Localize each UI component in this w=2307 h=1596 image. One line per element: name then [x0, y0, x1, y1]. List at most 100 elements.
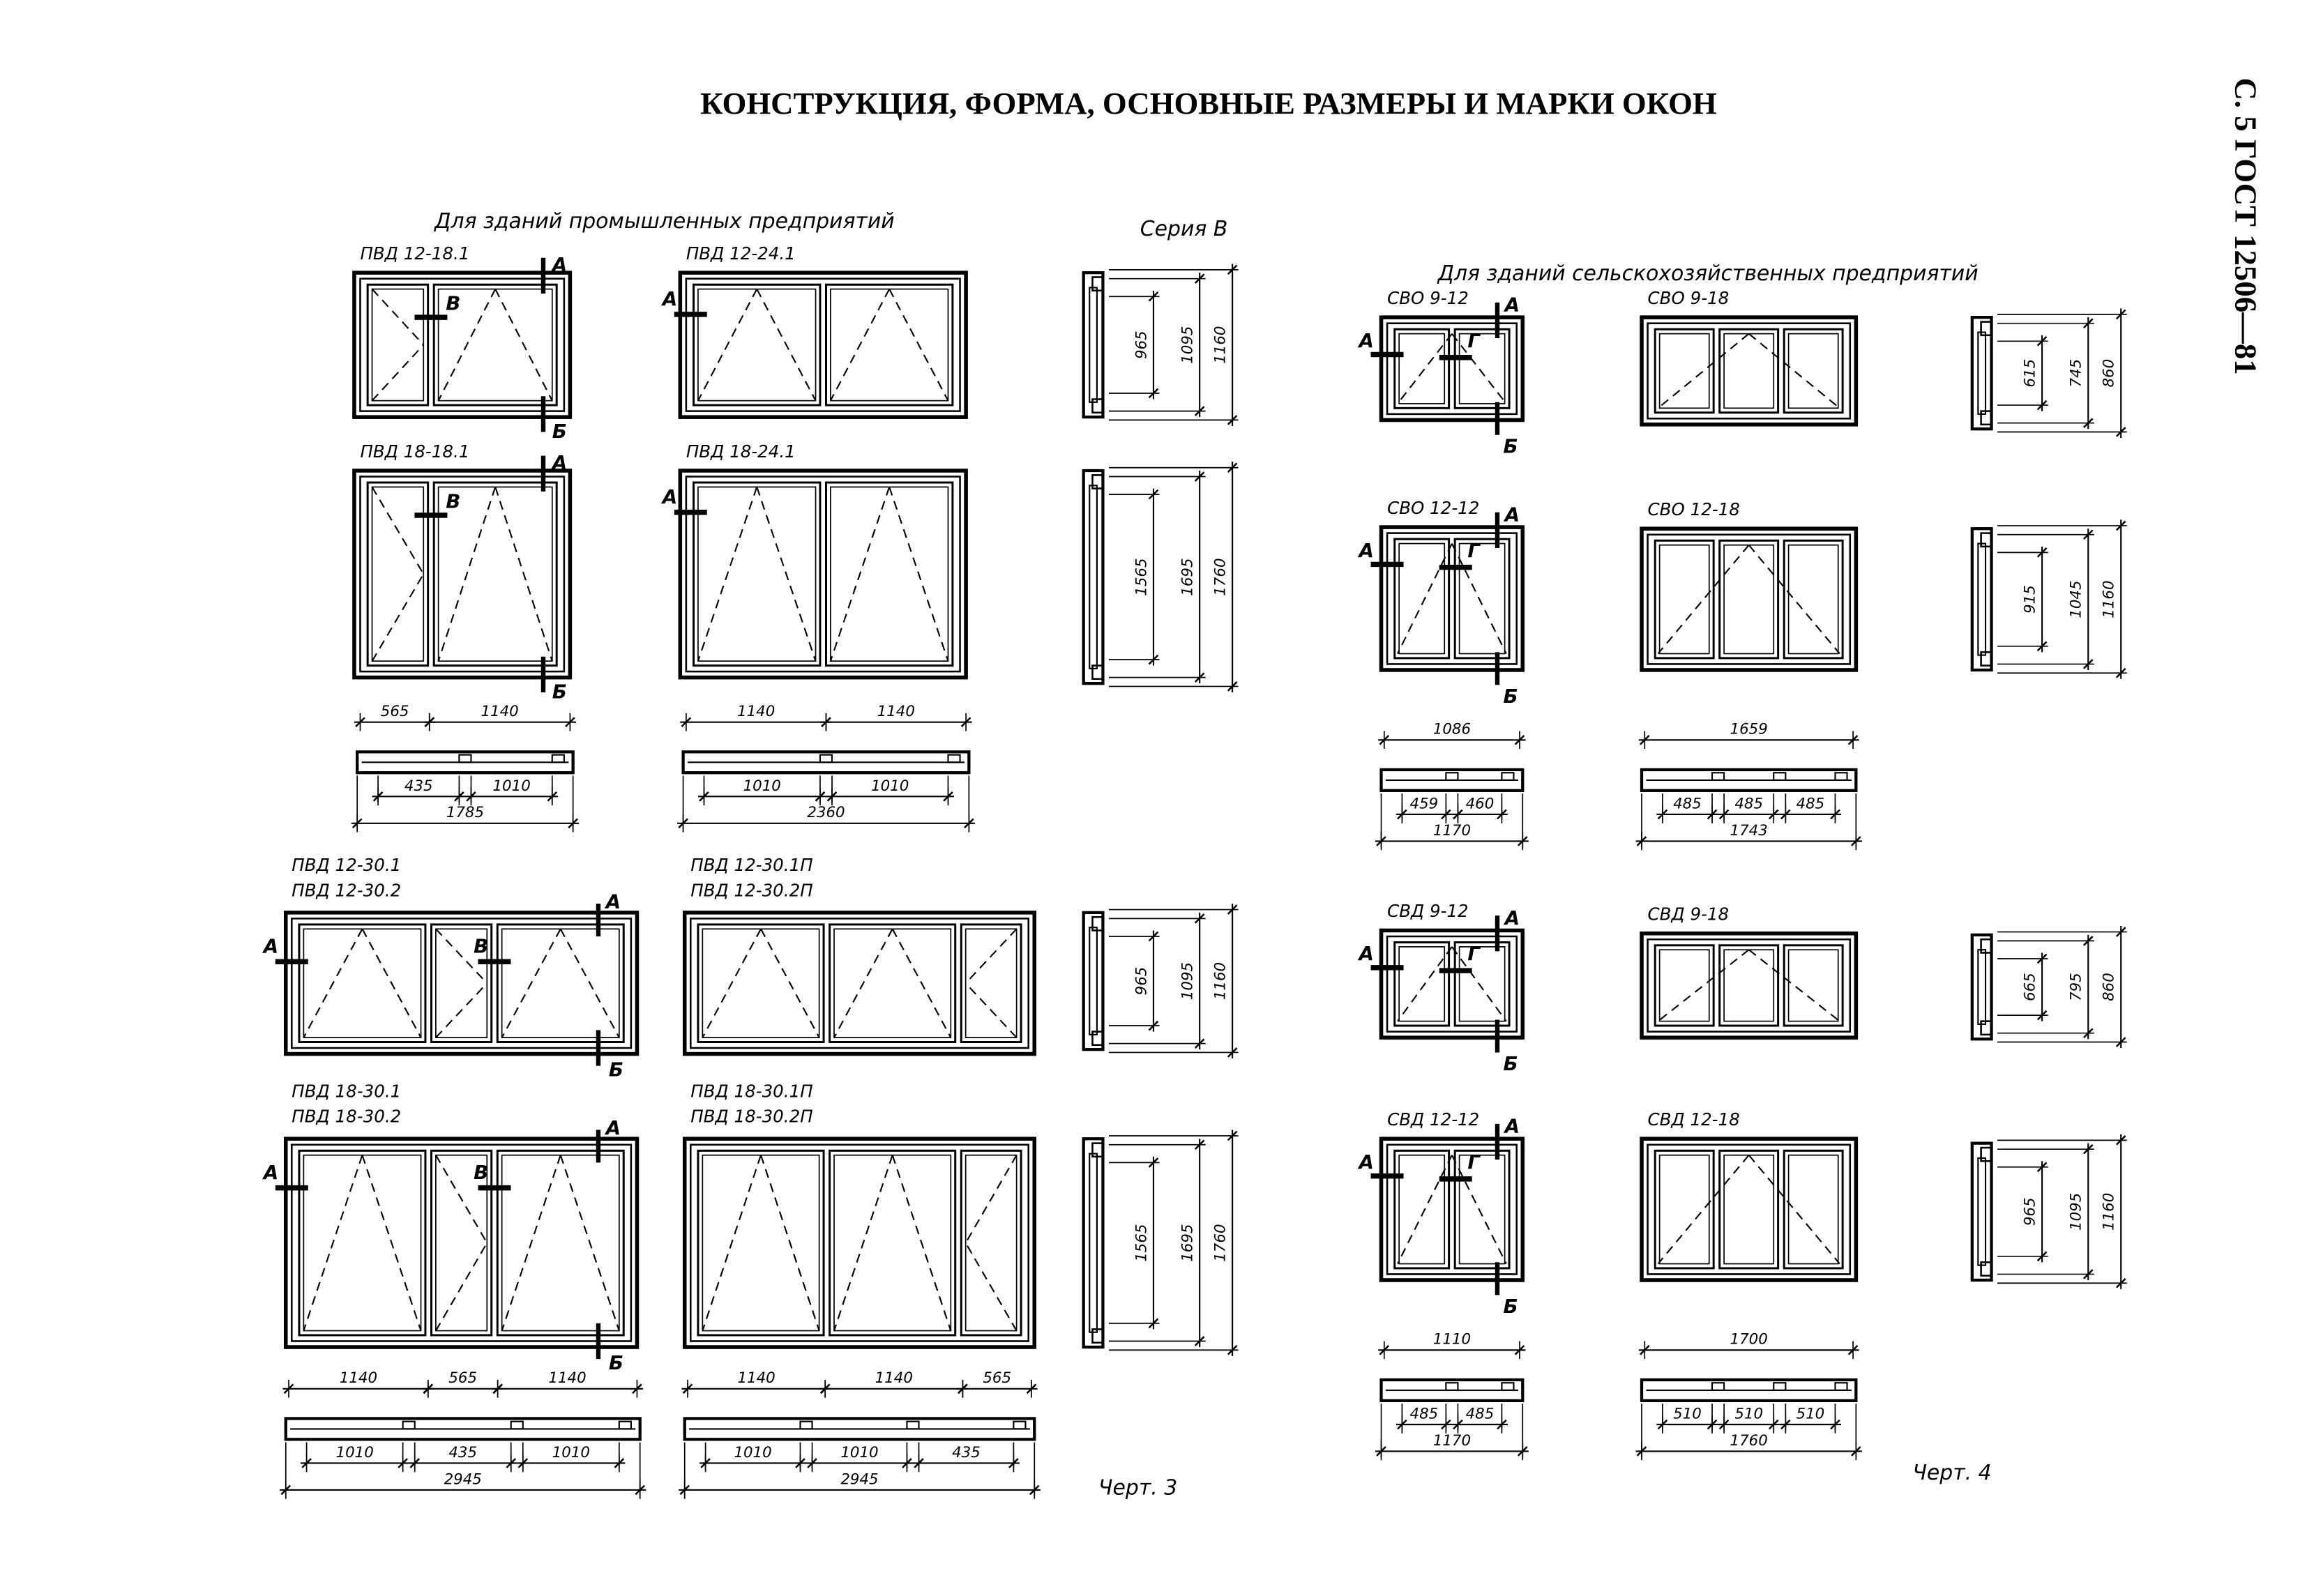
sash-frame [1393, 538, 1451, 660]
dimension-value: 1110 [1433, 1331, 1471, 1348]
glazing [1398, 333, 1446, 404]
window-mark-label: ПВД 18-30.2 [292, 1107, 401, 1127]
window-mark-label: ПВД 18-24.1 [686, 441, 796, 462]
opening-line [891, 1155, 952, 1331]
window-mark-label: ПВД 12-24.1 [686, 243, 796, 264]
dimension-tick [1517, 1446, 1528, 1457]
outer-frame [283, 911, 640, 1056]
opening-line [833, 928, 893, 1038]
section-letter: Б [552, 681, 567, 704]
sash-frame [697, 923, 825, 1044]
opening-line [437, 289, 497, 402]
opening-line [1397, 543, 1453, 654]
dimension-tick [960, 717, 971, 727]
opening-line [702, 1155, 762, 1331]
opening-line [435, 928, 488, 984]
dimension-tick [1194, 913, 1205, 924]
dimension-tick [1227, 681, 1238, 692]
outer-frame [1640, 1137, 1859, 1282]
dimension-value: 485 [1673, 795, 1702, 812]
glazing [1723, 949, 1775, 1022]
dimension-tick [2036, 547, 2048, 558]
glazing [1658, 544, 1710, 655]
section-profile [1640, 768, 1858, 792]
dimension-tick [2036, 1251, 2048, 1262]
dimension-value: 1010 [336, 1444, 374, 1461]
outer-frame [1379, 1137, 1525, 1282]
section-sash [1091, 1328, 1104, 1344]
dimension-value: 1760 [1730, 1432, 1768, 1450]
mullion [1445, 772, 1459, 781]
dimension-tick [2115, 927, 2126, 937]
mullion [1773, 1382, 1787, 1391]
mullion [819, 754, 833, 763]
outer-frame [682, 1137, 1037, 1349]
mullion [799, 1420, 813, 1430]
mullion [1501, 772, 1515, 781]
outer-frame [1640, 526, 1859, 672]
glazing [697, 288, 817, 402]
section-glazing [1089, 287, 1098, 403]
dimension-value: 1010 [743, 777, 781, 795]
section-letter: Г [1467, 1150, 1481, 1173]
outer-frame [352, 469, 573, 680]
section-letter: Г [1467, 539, 1481, 562]
glazing [1458, 1154, 1506, 1265]
window-mark-label: ПВД 18-18.1 [360, 441, 469, 462]
dimension-tick [1194, 406, 1205, 416]
section-sash [1091, 915, 1104, 932]
section-sash [1091, 276, 1104, 292]
section-glazing [1977, 331, 1987, 415]
section-sash [1980, 938, 1992, 954]
opening-line [1748, 949, 1840, 1022]
dimension-value: 1010 [871, 777, 909, 795]
dimension-value: 435 [952, 1444, 981, 1461]
mullion [1711, 772, 1725, 781]
dimension-value: 510 [1734, 1405, 1763, 1422]
dimension-tick [2082, 1269, 2094, 1279]
glazing [702, 928, 820, 1038]
dimension-tick [2115, 667, 2126, 678]
window-mark-label: СВО 9-12 [1387, 288, 1469, 308]
window-mark-label: ПВД 12-30.1 [292, 855, 401, 875]
outer-frame [1379, 525, 1525, 672]
sash-frame [1654, 328, 1715, 414]
opening-line [891, 928, 952, 1038]
opening-line [371, 486, 425, 575]
section-profile [1379, 768, 1525, 792]
opening-line [1451, 1155, 1507, 1264]
section-letter: В [474, 1161, 488, 1184]
section-letter: Б [1504, 1052, 1518, 1075]
page-title: КОНСТРУКЦИЯ, ФОРМА, ОСНОВНЫЕ РАЗМЕРЫ И М… [700, 86, 1717, 121]
dimension-tick [1148, 489, 1159, 500]
dimension-value: 1140 [875, 1369, 913, 1387]
dimension-value: 1140 [548, 1369, 586, 1387]
opening-line [559, 928, 620, 1038]
dimension-tick [1227, 1130, 1238, 1141]
dimension-value: 1045 [2068, 580, 2085, 618]
dimension-value: 565 [983, 1369, 1011, 1387]
dimension-value: 1743 [1730, 822, 1768, 839]
section-sash [1091, 474, 1104, 489]
dimension-tick [1194, 1038, 1205, 1049]
section-letter: А [1358, 329, 1374, 352]
dimension-tick [964, 818, 974, 829]
opening-line [1397, 1155, 1453, 1264]
glazing [437, 486, 553, 662]
glazing [501, 928, 620, 1038]
section-letter: Б [609, 1351, 623, 1374]
glazing [697, 486, 817, 662]
series-label: Серия В [1140, 217, 1228, 241]
sash-frame [693, 481, 822, 667]
opening-line [1451, 543, 1507, 654]
opening-line [361, 1155, 422, 1331]
inner-frame [1386, 532, 1518, 665]
dimension-value: 965 [2021, 1197, 2039, 1226]
section-letter: А [1358, 942, 1374, 965]
window-mark-label: СВД 12-12 [1387, 1109, 1479, 1130]
